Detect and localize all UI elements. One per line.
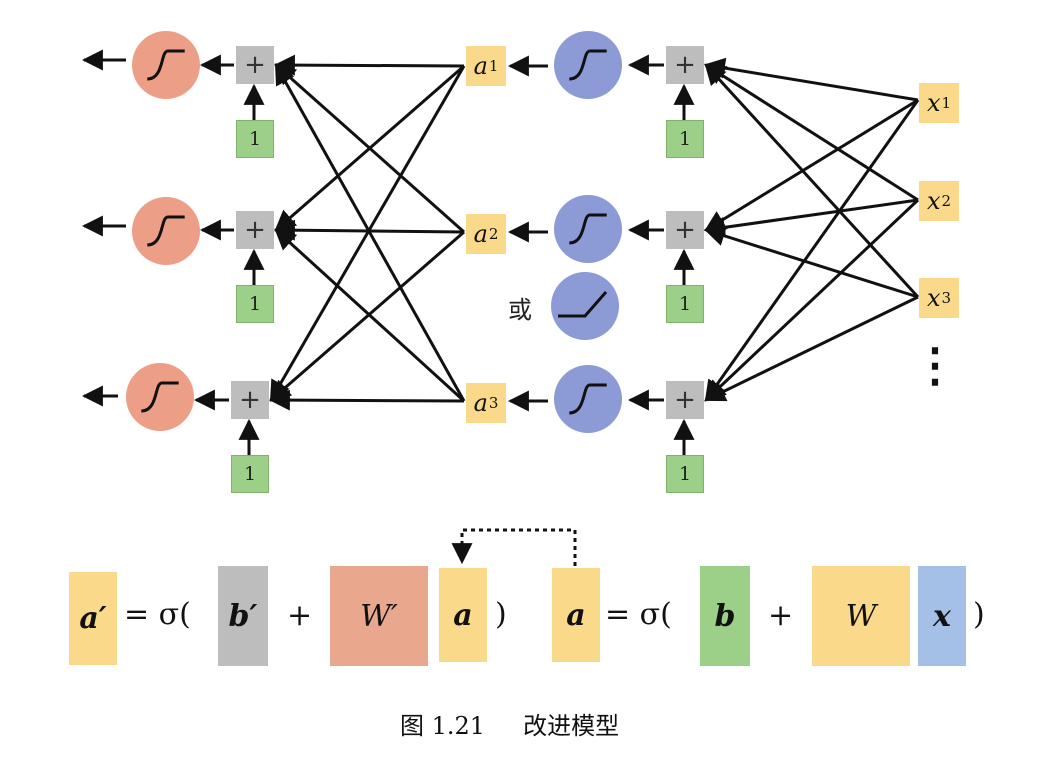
hidden-neuron <box>554 365 622 433</box>
eq-close-paren: ) <box>973 597 985 632</box>
plus-box: + <box>231 381 269 419</box>
or-label: 或 <box>508 296 532 324</box>
eq-lhs-a-prime: a′ <box>69 572 117 665</box>
relu-curve-icon <box>558 291 608 318</box>
eq-bias-b-prime: b′ <box>218 566 268 666</box>
connection-line <box>703 225 919 299</box>
plus-box: + <box>666 211 704 249</box>
sigmoid-curve-icon <box>569 213 607 245</box>
figure-label: 图 1.21 <box>400 712 486 740</box>
output-neuron <box>132 31 200 99</box>
connection-line <box>274 63 465 234</box>
relu-neuron <box>551 272 619 340</box>
figure-title: 改进模型 <box>523 712 620 740</box>
bias-box: 1 <box>666 285 704 323</box>
connection-line <box>704 63 919 202</box>
bias-box: 1 <box>231 455 269 493</box>
connection-line <box>274 228 466 403</box>
connection-line <box>704 99 920 402</box>
hidden-neuron <box>554 31 622 99</box>
eq-plus: + <box>768 598 794 633</box>
connection-line <box>269 65 466 402</box>
connection-line <box>703 57 919 102</box>
connection-line <box>704 198 920 402</box>
eq-input-x: x <box>918 566 966 666</box>
connection-line <box>273 54 465 76</box>
output-neuron <box>132 197 200 265</box>
eq-weight-w-prime: W′ <box>330 566 428 666</box>
sigmoid-curve-icon <box>569 49 607 81</box>
figure-caption: 图 1.21 改进模型 <box>400 706 619 741</box>
eq-bias-b: b <box>700 566 750 666</box>
bias-box: 1 <box>666 455 704 493</box>
sigmoid-curve-icon <box>141 381 179 413</box>
plus-box: + <box>666 381 704 419</box>
connection-line <box>704 98 919 232</box>
connection-line <box>704 63 920 299</box>
dotted-connector <box>451 528 577 566</box>
connection-line <box>269 230 465 402</box>
output-neuron <box>126 363 194 431</box>
plus-box: + <box>666 46 704 84</box>
connection-line <box>704 295 919 402</box>
eq-lhs-a: a <box>552 568 600 662</box>
sigmoid-curve-icon <box>569 383 607 415</box>
sigmoid-curve-icon <box>147 215 185 247</box>
sigmoid-curve-icon <box>147 49 185 81</box>
input-ellipsis: ⋮ <box>912 338 958 392</box>
eq-input-a: a <box>439 568 487 662</box>
eq-close-paren: ) <box>495 597 507 632</box>
bias-box: 1 <box>666 120 704 158</box>
connection-line <box>268 389 465 411</box>
eq-equals-sigma: = σ( <box>605 597 672 632</box>
connection-line <box>274 63 466 402</box>
plus-box: + <box>236 211 274 249</box>
plus-box: + <box>236 46 274 84</box>
hidden-neuron <box>554 195 622 263</box>
eq-weight-w: W <box>812 566 910 666</box>
connection-line <box>703 198 919 238</box>
bias-box: 1 <box>236 120 274 158</box>
eq-plus: + <box>287 598 313 633</box>
eq-equals-sigma: = σ( <box>124 597 191 632</box>
bias-box: 1 <box>236 285 274 323</box>
